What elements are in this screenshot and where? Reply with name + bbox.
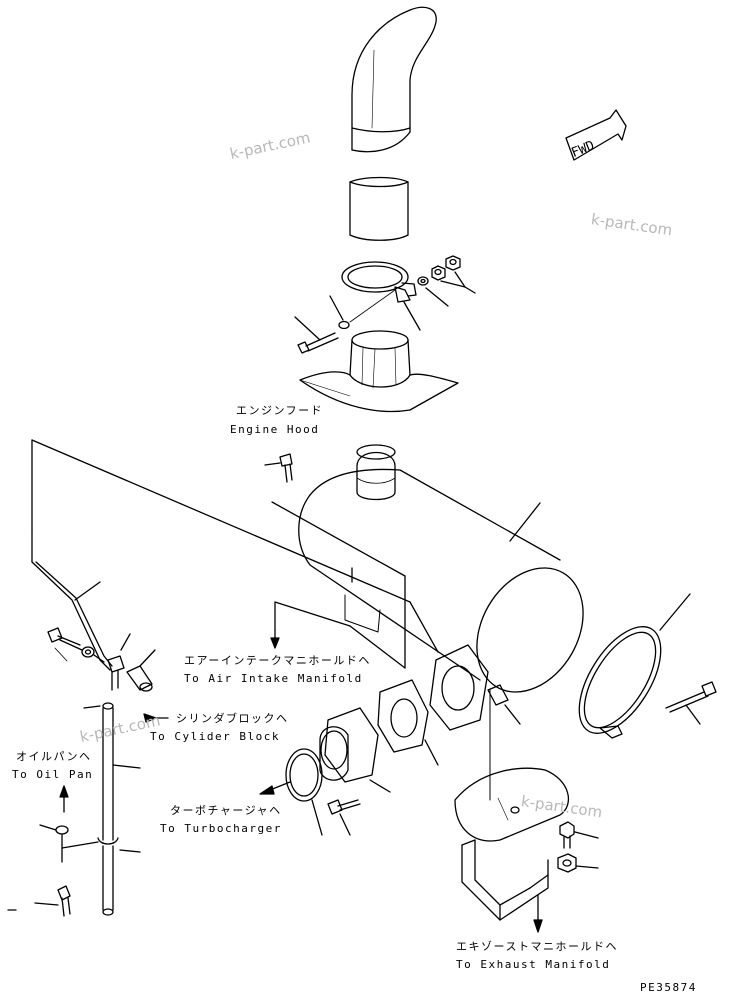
engine-hood-label-jp: エンジンフード	[236, 404, 324, 417]
oil-pan-label-jp: オイルパンヘ	[16, 750, 92, 763]
forward-direction-marker	[565, 109, 627, 161]
engine-hood-boot	[299, 330, 459, 413]
drain-hose	[61, 702, 141, 916]
exhaust-manifold-label-en: To Exhaust Manifold	[456, 958, 611, 971]
engine-hood-label-en: Engine Hood	[230, 423, 320, 436]
union-fitting	[47, 627, 131, 691]
air-intake-label-en: To Air Intake Manifold	[184, 672, 363, 685]
muffler	[298, 444, 584, 693]
washer-nut-set	[417, 255, 476, 307]
band-clamp-bolt	[665, 681, 717, 725]
seal-ring	[285, 748, 323, 836]
muffler-top-bolt	[264, 453, 293, 483]
outlet-flange	[429, 644, 521, 731]
guide-lines	[31, 439, 491, 801]
bracket-bolts	[557, 821, 599, 873]
oil-pan-label-en: To Oil Pan	[12, 768, 94, 781]
cylinder-block-label-en: To Cylider Block	[150, 730, 280, 743]
exhaust-pipe-lower	[349, 176, 409, 241]
turbocharger-label-en: To Turbocharger	[160, 822, 282, 835]
figure-code: PE35874	[640, 981, 697, 994]
band-clamp	[578, 593, 691, 739]
drain-washer-bolt	[7, 824, 71, 917]
air-intake-label-jp: エアーインテークマニホールドヘ	[184, 654, 371, 667]
adapter-bolt	[327, 799, 361, 836]
cylinder-block-label-jp: シリンダブロックヘ	[176, 712, 289, 725]
gasket	[377, 679, 439, 766]
clamp-bolt	[294, 289, 421, 354]
clamp-ring	[341, 261, 417, 303]
exhaust-stack-pipe	[351, 6, 437, 153]
drain-tube	[31, 529, 113, 671]
exhaust-manifold-label-jp: エキゾーストマニホールドヘ	[456, 940, 618, 953]
turbocharger-label-jp: ターボチャージャヘ	[170, 804, 282, 817]
direction-arrows	[59, 629, 543, 933]
hose-connector	[126, 649, 156, 692]
muffler-bracket	[454, 767, 569, 921]
adapter-flange	[319, 707, 391, 793]
